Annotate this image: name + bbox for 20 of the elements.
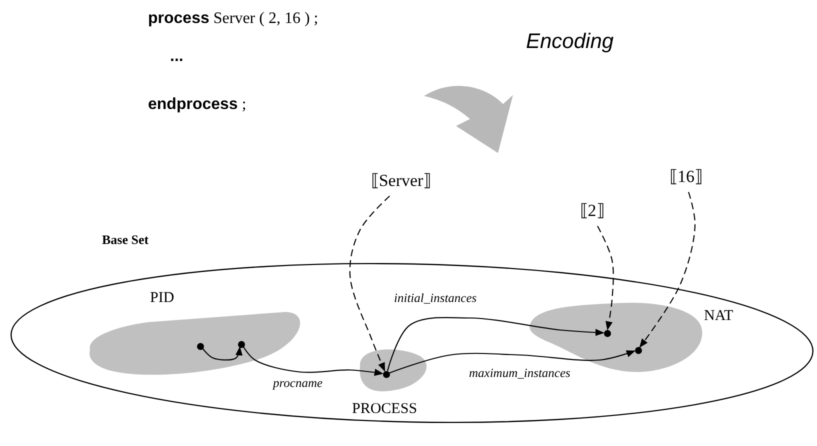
dashed-arrow <box>349 196 390 372</box>
set-label: Base Set <box>102 232 149 248</box>
annotation-text: Encoding <box>526 30 614 54</box>
arrow <box>387 317 604 371</box>
set-label: PROCESS <box>352 401 418 418</box>
arrow <box>202 346 243 361</box>
edge-label: initial_instances <box>393 291 478 305</box>
dashed-arrow <box>597 226 614 330</box>
code-line: endprocess ; <box>148 96 246 114</box>
semantic-bracket-text: ⟦16⟧ <box>670 166 702 187</box>
set-label: PID <box>150 290 174 307</box>
arrow <box>389 350 636 374</box>
code-line: ... <box>170 48 184 66</box>
edge-label: maximum_instances <box>468 366 572 380</box>
code-line: process Server ( 2, 16 ) ; <box>148 10 318 28</box>
arrow <box>242 346 384 376</box>
dashed-arrow <box>639 192 696 348</box>
set-label: NAT <box>704 308 734 325</box>
semantic-bracket-text: ⟦Server⟧ <box>370 170 432 191</box>
semantic-bracket-text: ⟦2⟧ <box>580 200 604 221</box>
